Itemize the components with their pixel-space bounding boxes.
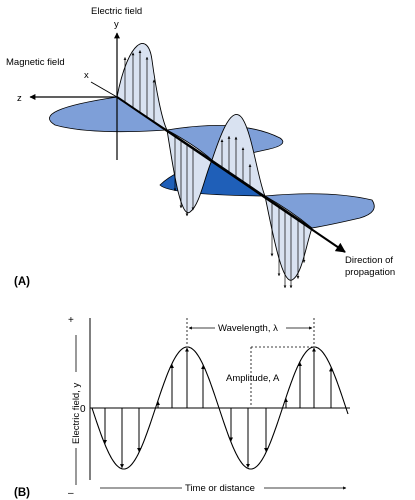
electric-lobe-4 [264, 195, 313, 281]
z-axis-label: z [17, 93, 22, 104]
electric-field-sine-wave [91, 346, 349, 470]
electric-lobe-2 [166, 129, 213, 214]
x-axis [90, 81, 118, 98]
wavelength-marker [186, 318, 315, 345]
y-axis-title: Electric field, y [71, 383, 82, 444]
electric-field-arrows [123, 50, 306, 289]
direction-label-line2: propagation [345, 267, 395, 278]
zero-label: 0 [80, 404, 86, 415]
magnetic-lobe-4 [263, 193, 375, 229]
electric-lobe-1 [116, 43, 169, 132]
x-axis-title: Time or distance [185, 483, 255, 494]
electric-field-label: Electric field [91, 6, 142, 17]
amplitude-marker [250, 346, 312, 405]
propagation-axis [116, 96, 346, 253]
wavelength-label: Wavelength, λ [218, 323, 278, 334]
panel-b: Wavelength, λ Amplitude, A + – 0 Electri… [14, 315, 350, 499]
panel-b-letter: (B) [14, 487, 30, 499]
x-axis-label: x [84, 70, 89, 81]
panel-a: Electric field y Magnetic field x z Dire… [6, 6, 395, 289]
amplitude-label: Amplitude, A [226, 373, 280, 384]
direction-label-line1: Direction of [345, 255, 393, 266]
plus-sign: + [68, 315, 74, 326]
electric-lobe-3 [211, 114, 267, 198]
panel-a-letter: (A) [14, 276, 30, 288]
electric-field-wave [116, 43, 313, 281]
axes-3d [29, 32, 346, 253]
magnetic-field-label: Magnetic field [6, 57, 65, 68]
field-vector-arrows [103, 347, 333, 469]
minus-sign: – [68, 488, 74, 499]
y-axis-label: y [114, 19, 119, 30]
